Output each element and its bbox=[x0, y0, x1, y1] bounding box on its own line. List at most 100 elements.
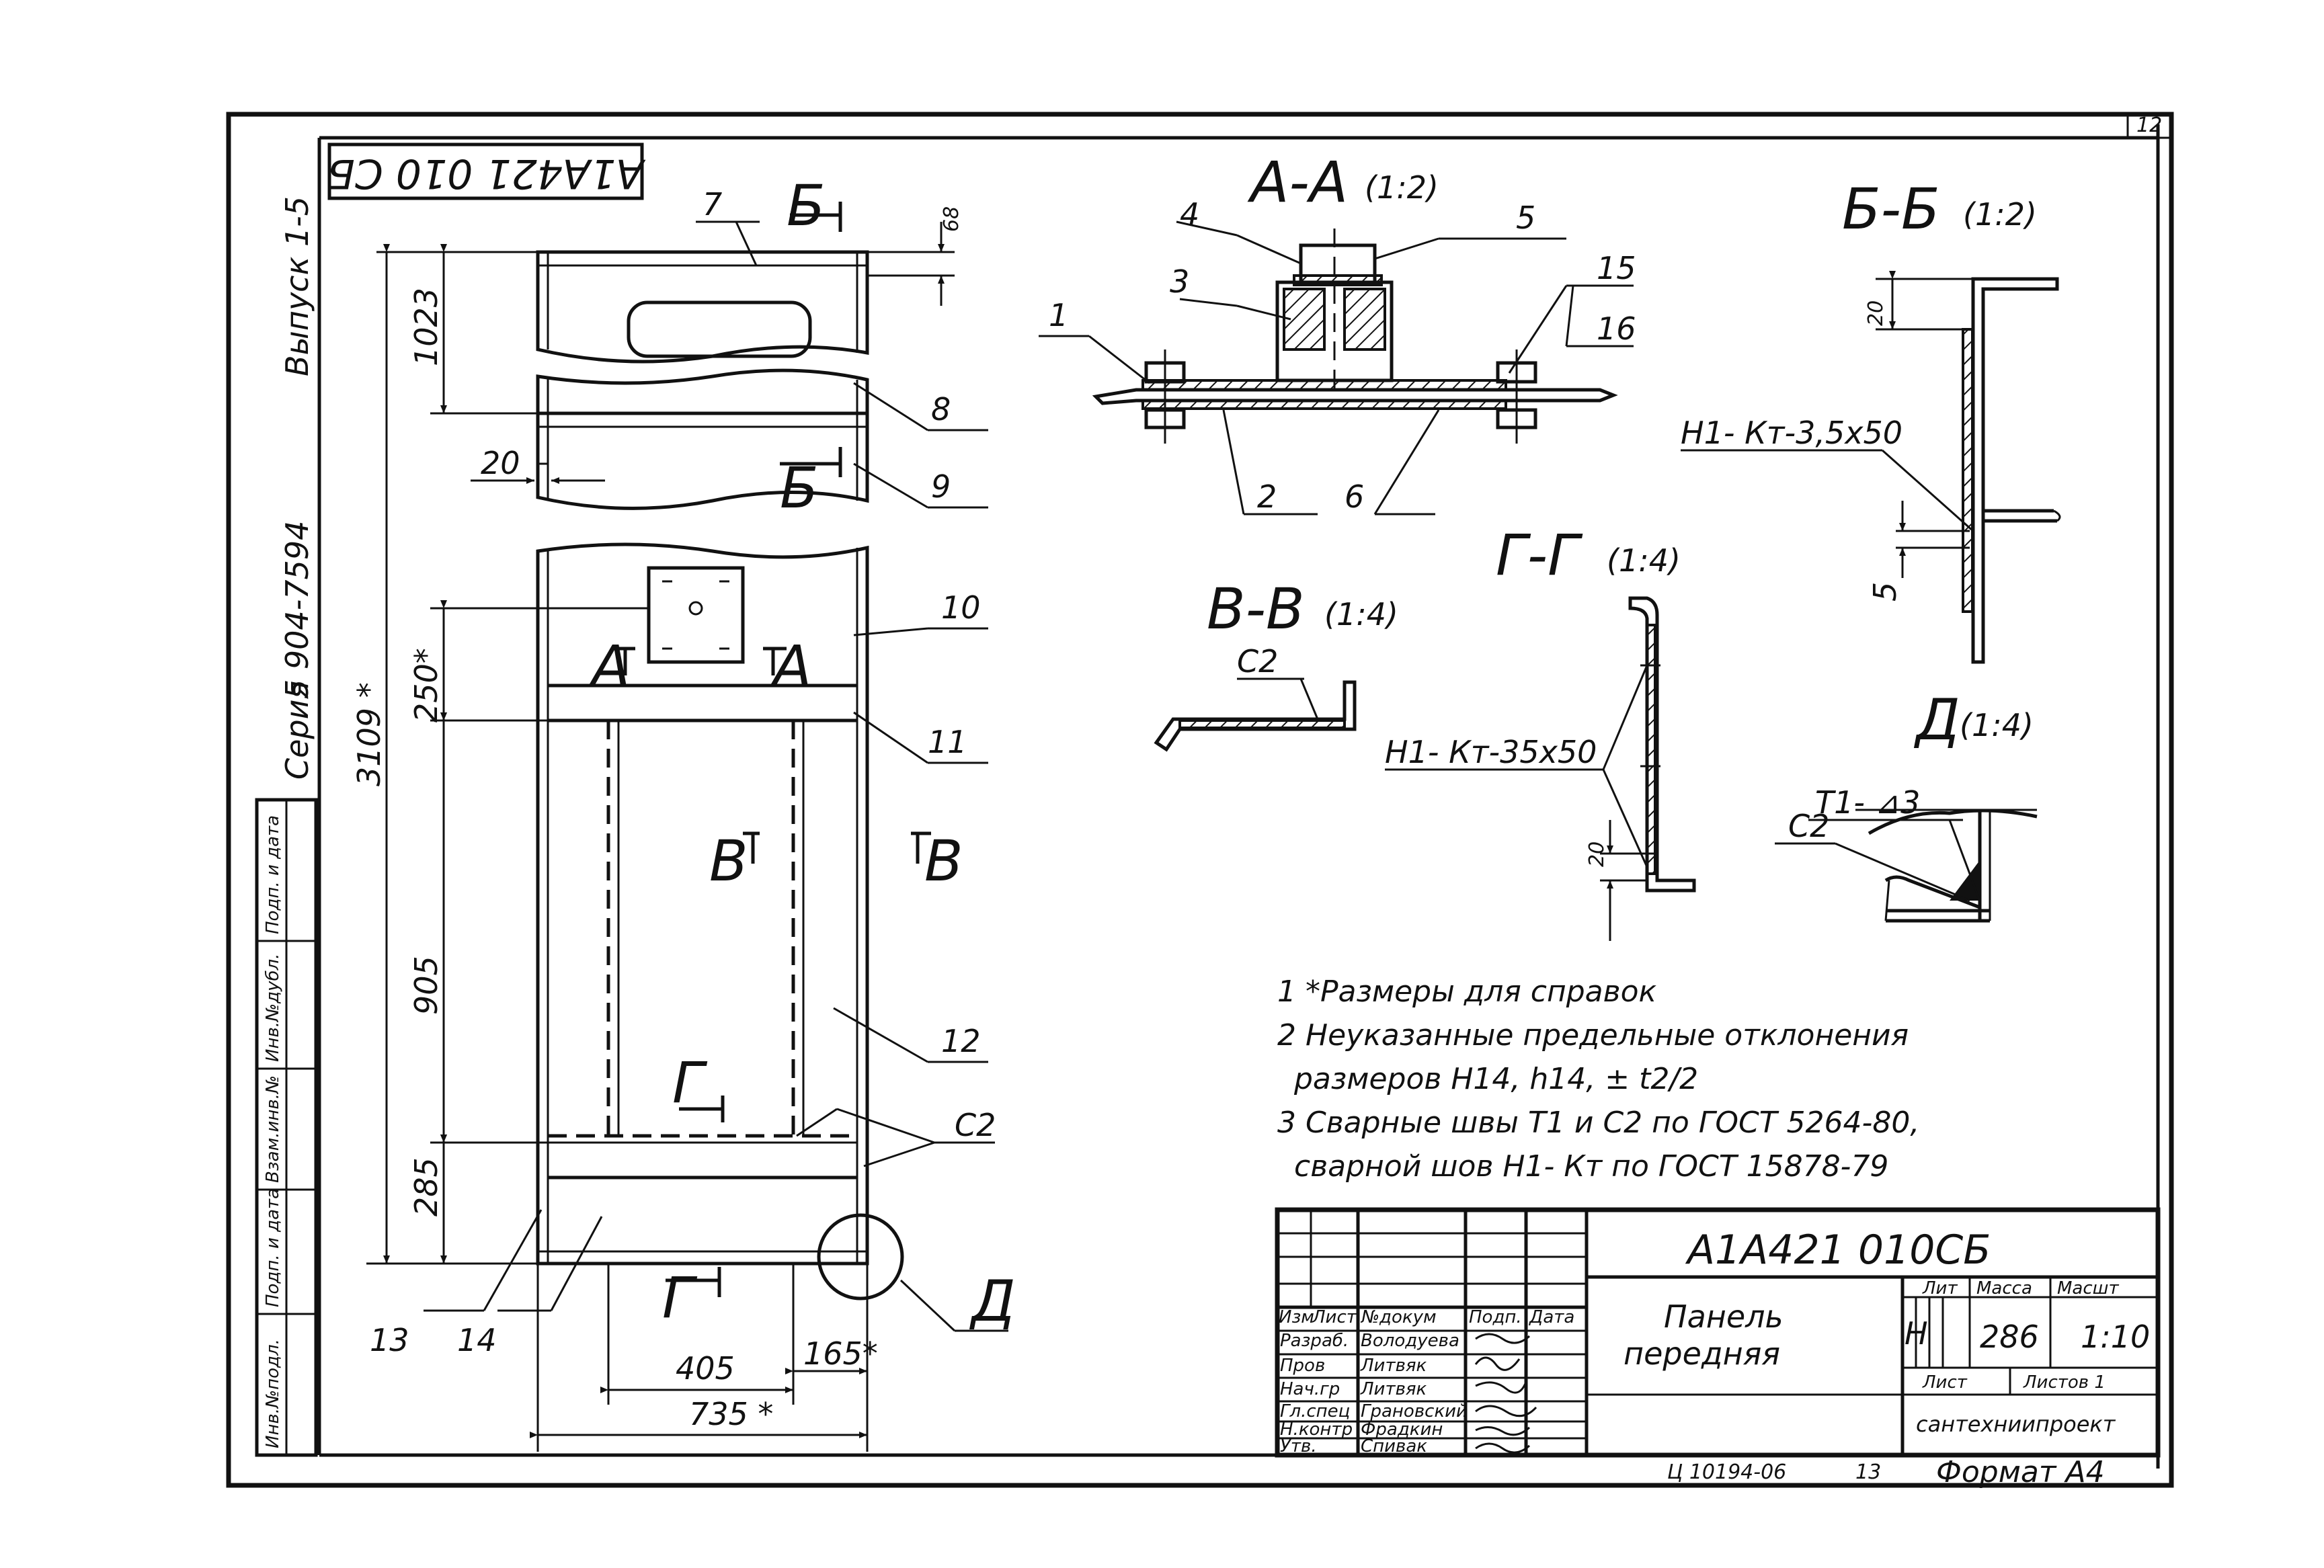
mark-v-left: В bbox=[709, 828, 748, 894]
main-dimensions bbox=[366, 222, 955, 1452]
dim-735: 735 * bbox=[689, 1396, 773, 1432]
tb-lit-value: Н bbox=[1905, 1315, 1928, 1352]
aa-item-1: 1 bbox=[1049, 297, 1068, 333]
tb-scale-label: Масшт bbox=[2057, 1278, 2119, 1298]
tb-hdr-doc: №докум bbox=[1360, 1307, 1437, 1327]
dim-1023: 1023 bbox=[408, 288, 444, 366]
stamp-3: Взам.инв.№ bbox=[263, 1075, 283, 1183]
tb-role-6: Утв. bbox=[1280, 1436, 1317, 1456]
tb-person-1: Володуева bbox=[1361, 1331, 1459, 1351]
stamp-4: Инв.№дубл. bbox=[263, 954, 283, 1062]
main-view bbox=[536, 250, 904, 1301]
bb-weld: Н1- Кт-3,5х50 bbox=[1681, 415, 1902, 451]
section-bb-scale: (1:2) bbox=[1963, 196, 2037, 233]
section-bb-title: Б-Б bbox=[1842, 176, 1940, 242]
section-aa-scale: (1:2) bbox=[1365, 169, 1439, 206]
section-aa-view bbox=[1039, 220, 1634, 515]
footer-format: Формат А4 bbox=[1936, 1455, 2105, 1489]
vv-weld: С2 bbox=[1237, 643, 1278, 679]
stamp-2: Подп. и дата bbox=[263, 1188, 283, 1307]
tb-role-5: Н.контр bbox=[1280, 1419, 1353, 1440]
note-3b: сварной шов Н1- Кт по ГОСТ 15878-79 bbox=[1294, 1149, 1888, 1184]
tb-scale-value: 1:10 bbox=[2081, 1319, 2150, 1355]
dim-405: 405 bbox=[676, 1350, 735, 1387]
tb-person-6: Спивак bbox=[1361, 1436, 1427, 1456]
aa-item-15: 15 bbox=[1597, 250, 1636, 286]
detail-d-scale: (1:4) bbox=[1960, 707, 2034, 743]
item-9: 9 bbox=[931, 468, 951, 505]
item-11: 11 bbox=[928, 724, 967, 760]
item-8: 8 bbox=[931, 391, 951, 427]
detail-d-weld-t1: Т1- ⊿3 bbox=[1815, 784, 1920, 821]
notes: 1 *Размеры для справок 2 Неуказанные пре… bbox=[1277, 975, 1919, 1184]
mark-g-bottom: Г bbox=[662, 1265, 698, 1331]
tb-role-1: Разраб. bbox=[1280, 1331, 1349, 1351]
tb-role-4: Гл.спец bbox=[1280, 1401, 1350, 1421]
mark-d-callout: Д bbox=[969, 1268, 1016, 1334]
page-number: 12 bbox=[2136, 114, 2162, 137]
section-gg-scale: (1:4) bbox=[1607, 542, 1681, 579]
series-number: 5 904-7594 bbox=[279, 521, 315, 699]
item-14: 14 bbox=[457, 1322, 497, 1358]
item-13: 13 bbox=[370, 1322, 409, 1358]
section-vv-view bbox=[1154, 677, 1357, 752]
section-bb-view bbox=[1681, 271, 2061, 664]
section-vv-scale: (1:4) bbox=[1324, 596, 1398, 632]
main-leaders bbox=[424, 220, 1008, 1332]
mark-a-left: А bbox=[588, 633, 630, 699]
tb-sheet-label: Лист bbox=[1922, 1372, 1968, 1393]
section-marks bbox=[612, 202, 931, 1297]
tb-sheets-label: Листов 1 bbox=[2023, 1372, 2106, 1393]
tb-lit-label: Лит bbox=[1922, 1278, 1958, 1298]
footer-page: 13 bbox=[1855, 1460, 1881, 1484]
tb-mass-label: Масса bbox=[1976, 1278, 2032, 1298]
tb-role-3: Нач.гр bbox=[1280, 1379, 1340, 1399]
rotated-designation: А1А421 010 СБ bbox=[327, 150, 647, 197]
dim-250: 250* bbox=[408, 648, 444, 723]
weld-c2-main: С2 bbox=[955, 1107, 996, 1143]
tb-hdr-sign: Подп. bbox=[1469, 1307, 1522, 1327]
section-gg-title: Г-Г bbox=[1496, 522, 1583, 588]
detail-d-title: Д bbox=[1913, 687, 1960, 753]
section-gg-view bbox=[1385, 596, 1696, 941]
aa-item-6: 6 bbox=[1345, 479, 1364, 515]
footer-code: Ц 10194-06 bbox=[1667, 1460, 1786, 1484]
gg-weld: Н1- Кт-35х50 bbox=[1385, 734, 1597, 770]
tb-mass-value: 286 bbox=[1980, 1319, 2039, 1355]
rotated-designation-box: А1А421 010 СБ bbox=[327, 142, 647, 200]
dim-905: 905 bbox=[408, 956, 444, 1015]
tb-person-4: Грановский bbox=[1361, 1401, 1468, 1421]
bb-dim-5: 5 bbox=[1867, 582, 1903, 602]
aa-item-4: 4 bbox=[1180, 196, 1199, 233]
tb-hdr-date: Дата bbox=[1529, 1307, 1574, 1327]
tb-person-2: Литвяк bbox=[1360, 1356, 1427, 1376]
note-3: 3 Сварные швы Т1 и С2 по ГОСТ 5264-80, bbox=[1277, 1106, 1919, 1140]
tb-organization: сантехниипроект bbox=[1916, 1411, 2116, 1437]
tb-name-1: Панель bbox=[1664, 1298, 1784, 1335]
gg-dim-20: 20 bbox=[1585, 841, 1609, 867]
note-1: 1 *Размеры для справок bbox=[1277, 975, 1656, 1009]
note-2b: размеров Н14, h14, ± t2/2 bbox=[1293, 1062, 1698, 1096]
mark-g-top: Г bbox=[672, 1050, 708, 1116]
dim-285: 285 bbox=[408, 1157, 444, 1216]
series-label: Серия bbox=[279, 681, 315, 780]
section-vv-title: В-В bbox=[1207, 576, 1305, 642]
mark-a-right: А bbox=[770, 633, 811, 699]
dim-68: 68 bbox=[940, 206, 963, 232]
item-10: 10 bbox=[941, 589, 981, 626]
issue-label: Выпуск 1-5 bbox=[279, 196, 315, 376]
note-2: 2 Неуказанные предельные отклонения bbox=[1277, 1018, 1909, 1053]
tb-person-3: Литвяк bbox=[1360, 1379, 1427, 1399]
detail-d-weld-c2: С2 bbox=[1788, 808, 1829, 844]
title-block bbox=[1275, 1207, 2161, 1458]
detail-d-view bbox=[1775, 809, 2038, 923]
aa-item-16: 16 bbox=[1597, 311, 1636, 347]
aa-item-3: 3 bbox=[1170, 263, 1189, 300]
item-7: 7 bbox=[703, 186, 722, 222]
left-strip: Выпуск 1-5 5 904-7594 Серия Инв.№подл. П… bbox=[255, 196, 318, 1457]
stamp-1: Инв.№подл. bbox=[263, 1339, 283, 1448]
aa-item-5: 5 bbox=[1516, 200, 1535, 236]
item-12: 12 bbox=[941, 1023, 981, 1059]
aa-item-2: 2 bbox=[1257, 479, 1277, 515]
